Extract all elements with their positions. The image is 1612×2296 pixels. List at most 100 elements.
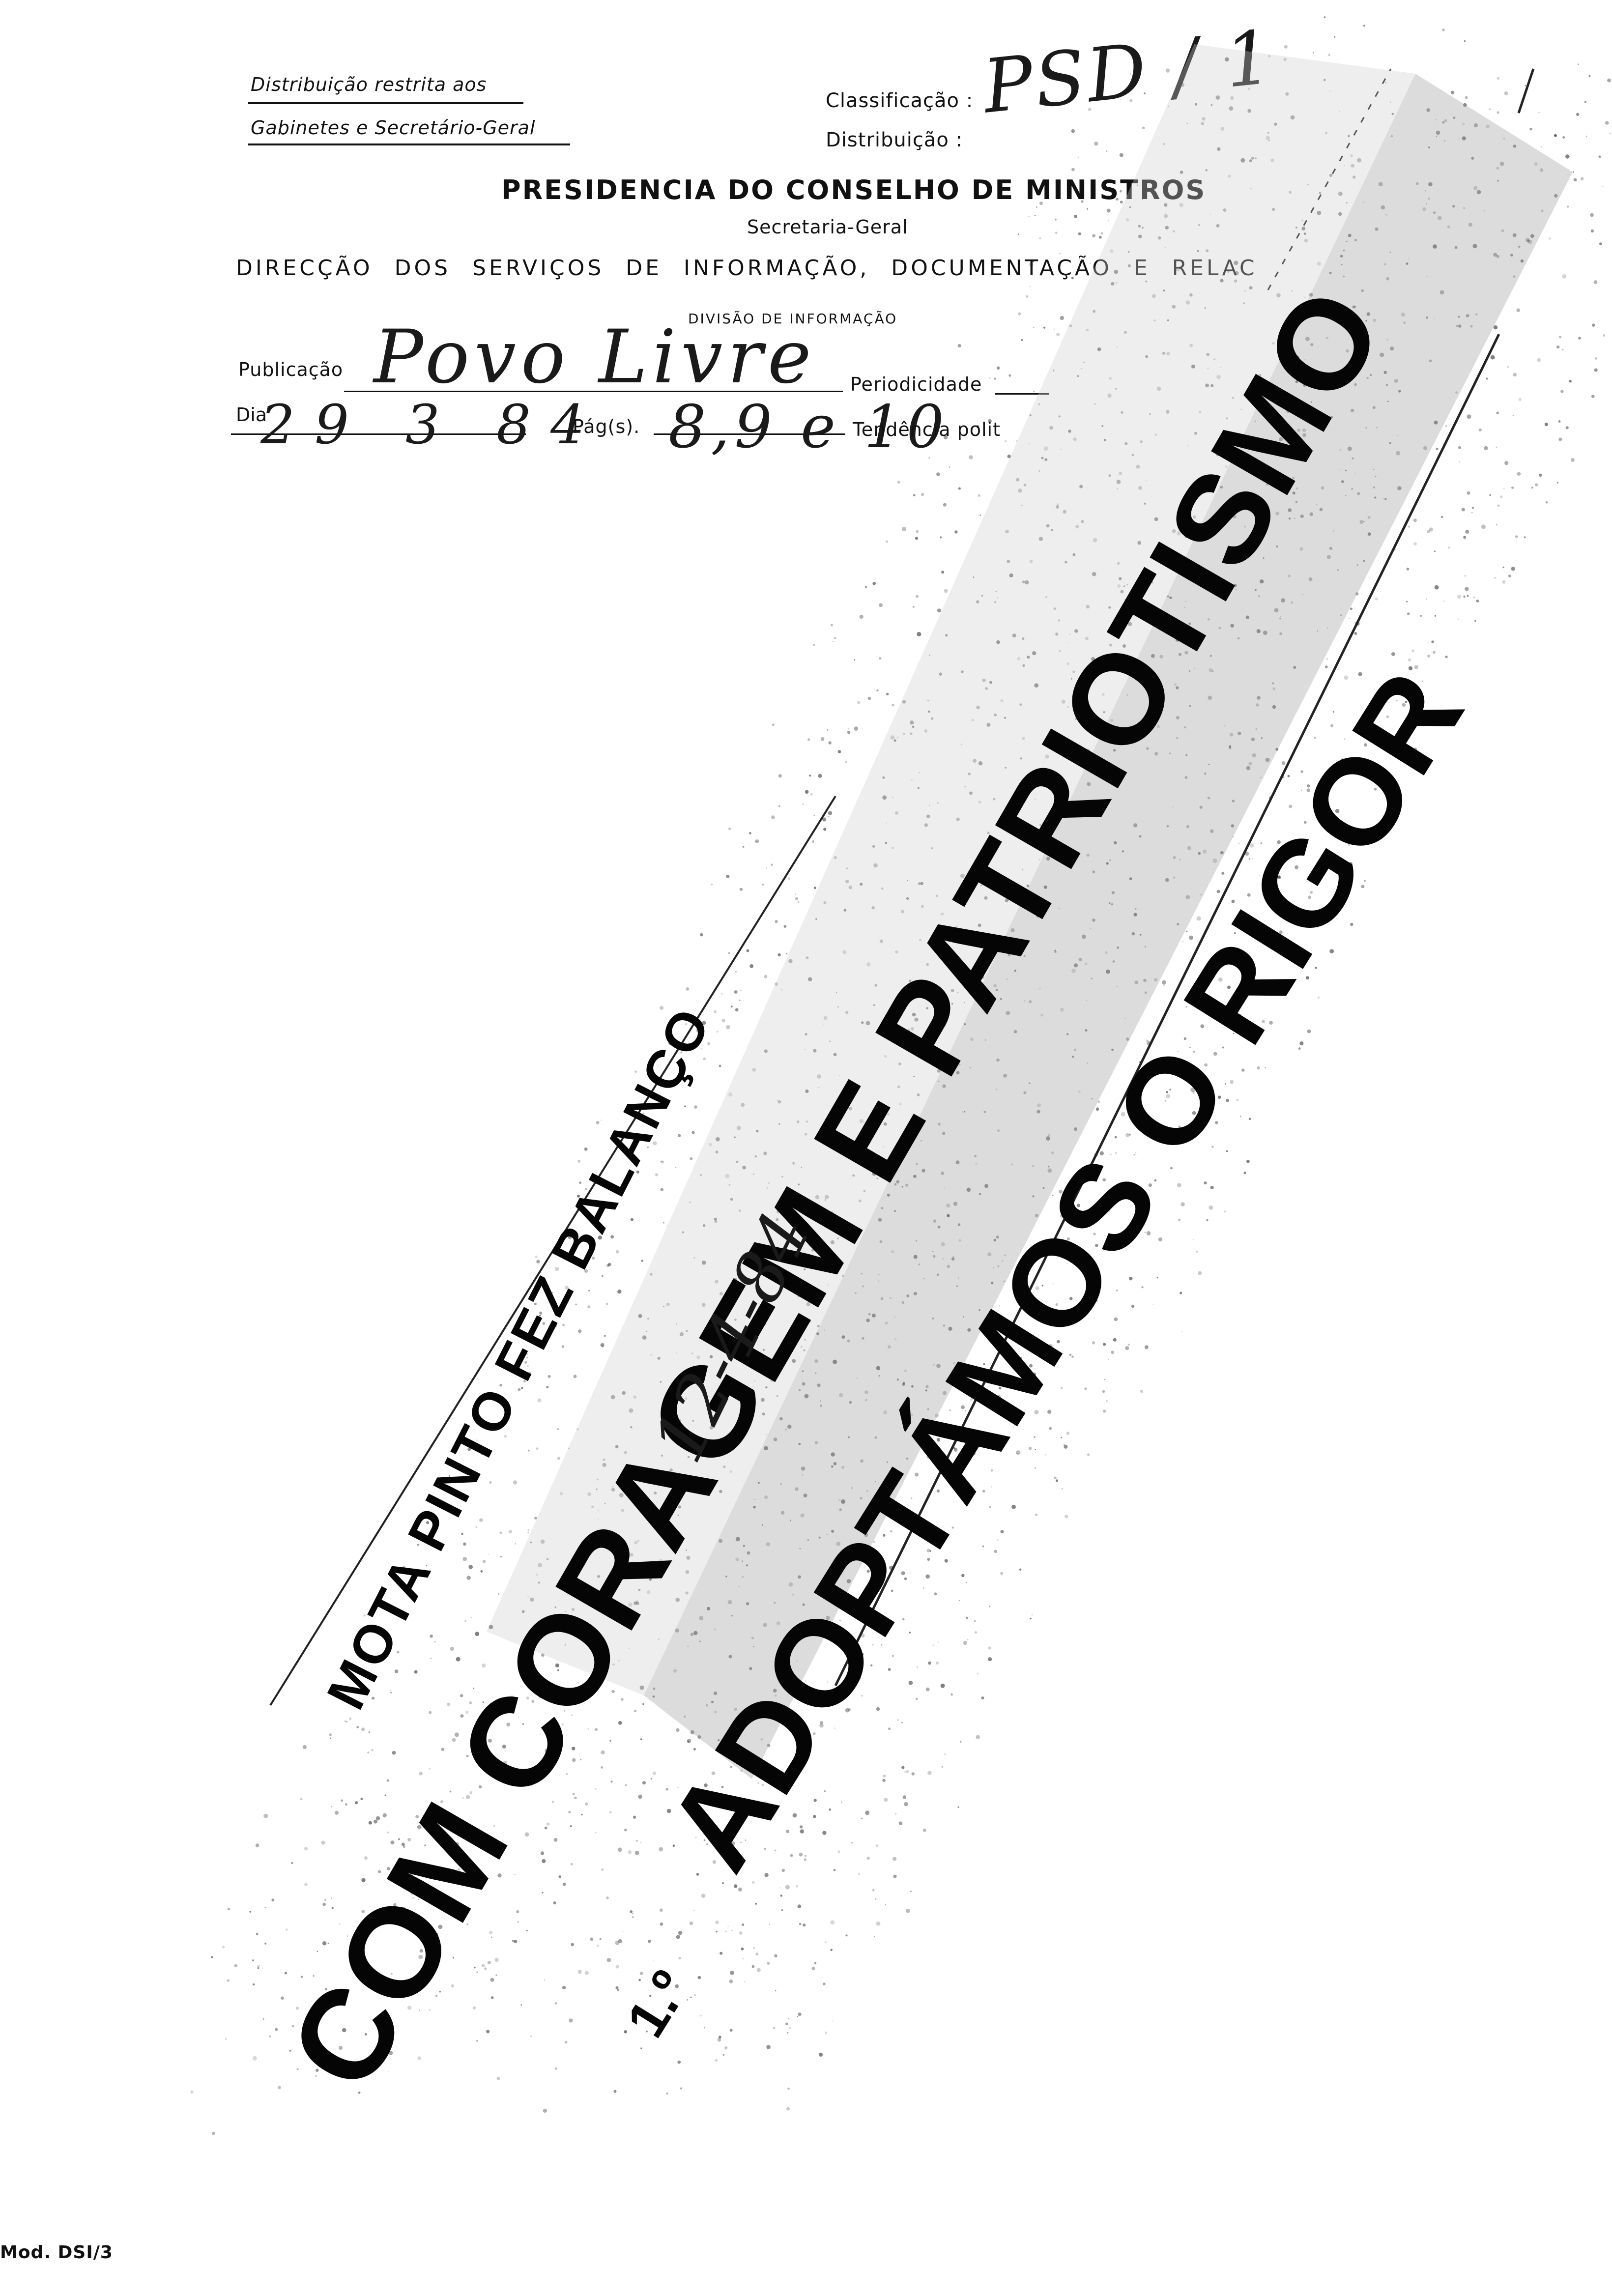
speckle <box>1273 934 1276 937</box>
speckle <box>1355 327 1357 328</box>
speckle <box>1121 411 1123 414</box>
speckle <box>562 1985 566 1990</box>
speckle <box>1110 718 1114 722</box>
speckle <box>1497 111 1499 114</box>
speckle <box>1428 198 1430 200</box>
speckle <box>921 492 924 496</box>
speckle <box>1474 620 1476 622</box>
speckle <box>1426 316 1429 319</box>
speckle <box>1270 158 1274 162</box>
speckle <box>454 1732 459 1737</box>
speckle <box>675 1984 679 1988</box>
speckle <box>700 1174 702 1176</box>
speckle <box>1013 1030 1017 1033</box>
speckle <box>476 2040 478 2042</box>
speckle <box>1406 601 1408 603</box>
speckle <box>827 815 830 818</box>
speckle <box>1079 485 1083 488</box>
speckle <box>1279 632 1283 635</box>
speckle <box>1259 875 1260 876</box>
speckle <box>510 1695 514 1700</box>
speckle <box>926 1549 930 1552</box>
speckle <box>815 1195 820 1200</box>
speckle <box>377 1870 381 1873</box>
speckle <box>1296 440 1301 445</box>
speckle <box>1338 191 1343 196</box>
speckle <box>993 798 996 801</box>
speckle <box>1185 895 1190 899</box>
speckle <box>1107 220 1109 222</box>
speckle <box>1307 784 1310 788</box>
speckle <box>840 1105 843 1109</box>
speckle <box>1004 1254 1006 1256</box>
speckle <box>1359 364 1361 367</box>
speckle <box>752 1068 756 1072</box>
speckle <box>1192 1111 1196 1115</box>
form-code: Mod. DSI/3 <box>0 2242 113 2263</box>
speckle <box>1209 581 1211 583</box>
speckle <box>1065 859 1067 861</box>
speckle <box>1086 1000 1087 1002</box>
speckle <box>1267 132 1269 134</box>
speckle <box>1204 1063 1208 1067</box>
speckle <box>825 2031 828 2034</box>
speckle <box>474 1967 476 1969</box>
speckle <box>577 1682 579 1684</box>
speckle <box>1263 631 1267 635</box>
speckle <box>899 1103 902 1106</box>
speckle <box>1138 234 1142 239</box>
speckle <box>914 1515 917 1517</box>
speckle <box>426 1565 427 1566</box>
speckle <box>1463 536 1467 539</box>
speckle <box>788 2018 790 2019</box>
speckle <box>588 1290 590 1292</box>
speckle <box>537 1398 542 1403</box>
speckle <box>1225 465 1228 468</box>
speckle <box>596 1214 599 1216</box>
speckle <box>600 1662 604 1666</box>
speckle <box>255 1843 259 1847</box>
speckle <box>818 2052 823 2057</box>
speckle <box>1269 630 1270 631</box>
speckle <box>897 737 898 739</box>
speckle <box>1454 246 1458 249</box>
speckle <box>1059 650 1061 652</box>
speckle <box>1504 91 1508 96</box>
speckle <box>1494 577 1496 579</box>
speckle <box>695 1837 697 1838</box>
speckle <box>832 1597 833 1598</box>
speckle <box>837 1005 839 1008</box>
speckle <box>1085 1029 1088 1032</box>
speckle <box>838 1074 840 1076</box>
speckle <box>947 1214 950 1218</box>
speckle <box>1106 969 1110 974</box>
speckle <box>978 923 981 927</box>
speckle <box>883 1410 888 1414</box>
speckle <box>530 1597 534 1602</box>
speckle <box>1095 1107 1099 1111</box>
speckle <box>1374 787 1377 791</box>
speckle <box>418 1899 419 1900</box>
speckle <box>1146 1231 1151 1235</box>
speckle <box>1354 632 1357 635</box>
speckle <box>638 1794 642 1799</box>
speckle <box>1363 25 1365 27</box>
speckle <box>921 992 925 996</box>
speckle <box>1167 631 1169 633</box>
speckle <box>960 1741 962 1743</box>
speckle <box>1158 1237 1162 1241</box>
speckle <box>530 1541 532 1544</box>
speckle <box>762 1349 765 1351</box>
speckle <box>1225 1083 1227 1085</box>
speckle <box>714 1220 718 1223</box>
speckle <box>1367 516 1371 519</box>
speckle <box>867 696 871 700</box>
speckle <box>633 1815 636 1819</box>
speckle <box>970 1398 973 1401</box>
speckle <box>584 1269 588 1273</box>
speckle <box>781 1176 783 1178</box>
speckle <box>638 1979 641 1981</box>
speckle <box>987 1252 992 1257</box>
speckle <box>1176 716 1180 719</box>
speckle <box>893 1874 897 1878</box>
